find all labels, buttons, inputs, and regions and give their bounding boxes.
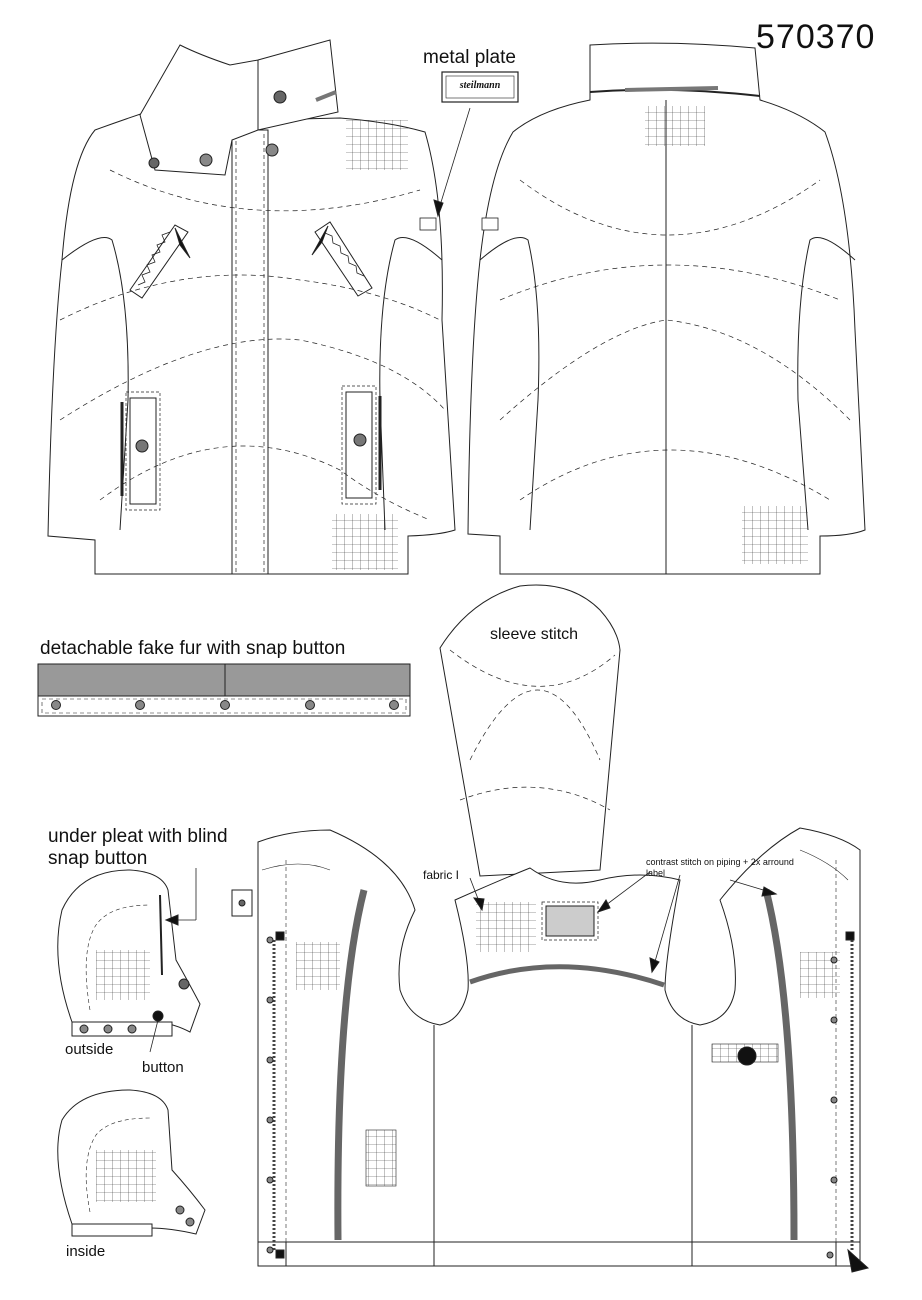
hood-inside <box>57 1089 206 1237</box>
hood-outside <box>57 868 201 1053</box>
lining-view <box>231 827 870 1273</box>
metal-plate-callout <box>433 71 519 218</box>
front-jacket <box>47 39 456 575</box>
sleeve-stitch-label: sleeve stitch <box>490 626 579 643</box>
fake-fur-strip <box>37 663 411 717</box>
sleeve-piece <box>439 584 621 877</box>
button-label: button <box>142 1059 184 1076</box>
fabric-label: fabric I <box>423 868 460 882</box>
under-pleat-label: under pleat with blind snap button <box>48 826 228 869</box>
inside-label: inside <box>66 1243 106 1260</box>
back-jacket <box>467 42 866 575</box>
style-number: 570370 <box>756 18 876 56</box>
plate-brand-text: steilmann <box>459 80 501 91</box>
outside-label: outside <box>65 1041 114 1058</box>
contrast-stitch-label: contrast stitch on piping + 2x arround l… <box>646 857 794 878</box>
metal-plate-label: metal plate <box>423 47 516 68</box>
fake-fur-label: detachable fake fur with snap button <box>40 638 346 659</box>
